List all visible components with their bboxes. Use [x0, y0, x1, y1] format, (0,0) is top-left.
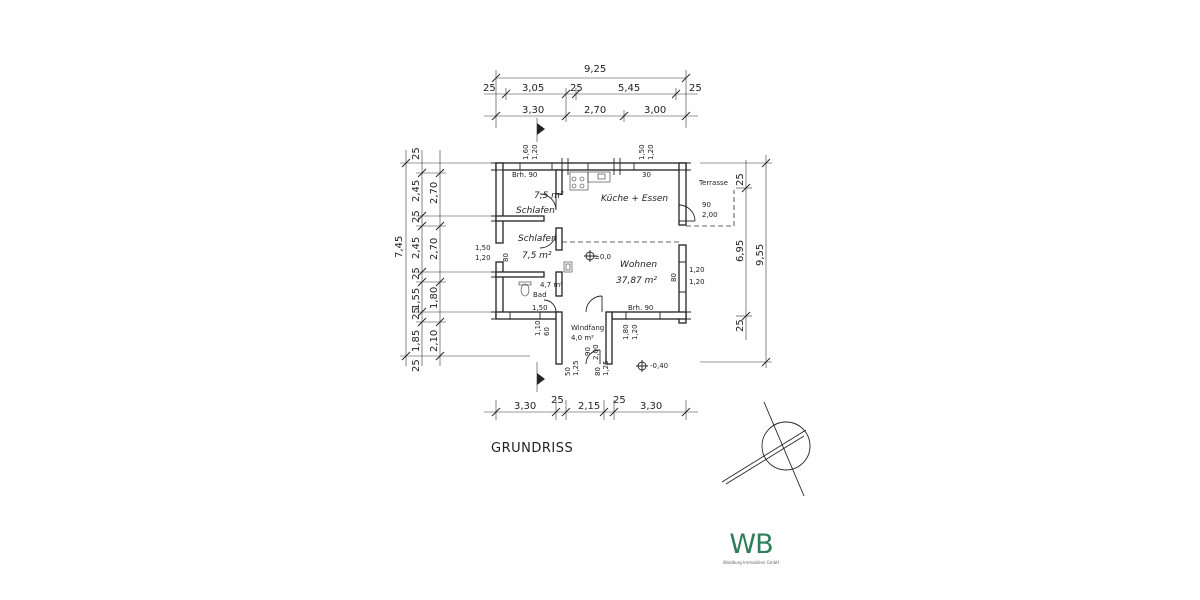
- plan-title: GRUNDRISS: [491, 441, 573, 456]
- window-right-h: 1,20: [689, 278, 705, 286]
- bottom-dimension-chain: 3,30 25 2,15 25 3,30: [484, 395, 698, 420]
- door-windfang-w: 90: [584, 347, 592, 356]
- n80-right: 80: [670, 273, 678, 282]
- top-dim-b1: 3,30: [522, 105, 544, 116]
- section-marker-bottom: [537, 373, 545, 385]
- right-dimension-chain: 25 6,95 25 9,55: [700, 155, 772, 368]
- top-dim-b3: 3,00: [644, 105, 666, 116]
- right-outer-2: 6,95: [735, 240, 746, 262]
- compass-icon: [721, 401, 811, 497]
- bottom-dim-5: 3,30: [640, 401, 662, 412]
- kueche-label: Küche + Essen: [601, 194, 668, 204]
- brh-90-a: Brh. 90: [512, 171, 537, 179]
- door-windfang-h: 2,00: [592, 344, 600, 360]
- wohnen-label: Wohnen: [620, 260, 657, 270]
- window-left-h: 1,20: [475, 254, 491, 262]
- right-outer-1: 25: [735, 173, 746, 186]
- left-outer-3: 25: [411, 210, 422, 223]
- door-entry-w: 1,10: [534, 320, 542, 336]
- door-entry-h: 60: [543, 327, 551, 336]
- left-inner-4: 2,10: [429, 330, 440, 352]
- window-bath: 1,50: [532, 304, 548, 312]
- window-right-w: 1,20: [689, 266, 705, 274]
- right-outer-3: 25: [735, 319, 746, 332]
- terrasse-label: Terrasse: [698, 179, 728, 187]
- left-outer-7: 25: [411, 307, 422, 320]
- left-outer-9: 25: [411, 359, 422, 372]
- level-inside: ±0,0: [594, 253, 611, 261]
- bottom-dim-4: 25: [613, 395, 626, 406]
- logo-subtitle: Waldburg Immobilien GmbH: [722, 560, 780, 565]
- door-terrace-h: 2,00: [702, 211, 718, 219]
- window-top-left-h: 1,20: [531, 144, 539, 160]
- schlafen1-area: 7,5 m²: [534, 191, 564, 201]
- schlafen2-area: 7,5 m²: [522, 251, 552, 261]
- windfang-label: Windfang: [571, 324, 604, 332]
- top-dim-b2: 2,70: [584, 105, 606, 116]
- right-total-dim: 9,55: [755, 244, 766, 266]
- logo-mark: WB: [729, 529, 773, 560]
- left-inner-1: 2,70: [429, 182, 440, 204]
- annotations: 1,60 1,20 1,50 1,20 Brh. 90 30 90 2,00 1…: [475, 144, 718, 376]
- window-top-left-w: 1,60: [522, 144, 530, 160]
- windfang-area: 4,0 m²: [571, 334, 594, 342]
- small-right-w: 80: [594, 367, 602, 376]
- brh-90-b: Brh. 90: [628, 304, 653, 312]
- walls: [491, 158, 691, 365]
- n30: 30: [642, 171, 651, 179]
- doors: [539, 193, 696, 365]
- left-outer-4: 2,45: [411, 237, 422, 259]
- window-top-right-h: 1,20: [647, 144, 655, 160]
- wohnen-area: 37,87 m²: [616, 276, 657, 286]
- door-terrace-w: 90: [702, 201, 711, 209]
- left-outer-5: 25: [411, 267, 422, 280]
- kitchen-counter: [569, 171, 611, 191]
- left-outer-6: 1,55: [411, 288, 422, 310]
- left-inner-2: 2,70: [429, 238, 440, 260]
- left-outer-1: 25: [411, 147, 422, 160]
- bad-label: Bad: [533, 291, 547, 299]
- left-dimension-chain: 7,45 25 2,45 25 2,45 25 1,55 25 1,85 25 …: [394, 147, 530, 372]
- top-dim-a4: 5,45: [618, 83, 640, 94]
- bad-area: 4,7 m²: [540, 281, 563, 289]
- level-outside: -0,40: [650, 362, 668, 370]
- section-marker-top: [537, 123, 545, 135]
- small-left-h: 1,25: [572, 360, 580, 376]
- left-outer-2: 2,45: [411, 180, 422, 202]
- top-dim-a3: 25: [570, 83, 583, 94]
- company-logo: WB Waldburg Immobilien GmbH: [712, 530, 790, 566]
- top-dim-a1: 25: [483, 83, 496, 94]
- left-outer-8: 1,85: [411, 330, 422, 352]
- schlafen2-label: Schlafen: [518, 234, 557, 244]
- stove-icon: [563, 261, 573, 273]
- room-labels: 7,5 m² Schlafen Schlafen 7,5 m² Küche + …: [516, 179, 728, 342]
- bottom-dim-1: 3,30: [514, 401, 536, 412]
- window-windfang-h: 1,20: [631, 324, 639, 340]
- top-dim-a2: 3,05: [522, 83, 544, 94]
- n80-left: 80: [502, 253, 510, 262]
- top-dim-a5: 25: [689, 83, 702, 94]
- window-windfang-w: 1,80: [622, 324, 630, 340]
- top-total-dim: 9,25: [584, 64, 606, 75]
- toilet-icon: [518, 281, 532, 297]
- bottom-dim-2: 25: [551, 395, 564, 406]
- window-left-w: 1,50: [475, 244, 491, 252]
- bottom-dim-3: 2,15: [578, 401, 600, 412]
- top-dimension-chain: 9,25 25 3,05 25 5,45 25 3,30 2,70 3,00: [483, 64, 702, 128]
- small-left-w: 50: [564, 367, 572, 376]
- window-top-right-w: 1,50: [638, 144, 646, 160]
- left-inner-3: 1,80: [429, 287, 440, 309]
- schlafen1-label: Schlafen: [516, 206, 555, 216]
- small-right-h: 1,25: [602, 360, 610, 376]
- left-total-dim: 7,45: [394, 236, 405, 258]
